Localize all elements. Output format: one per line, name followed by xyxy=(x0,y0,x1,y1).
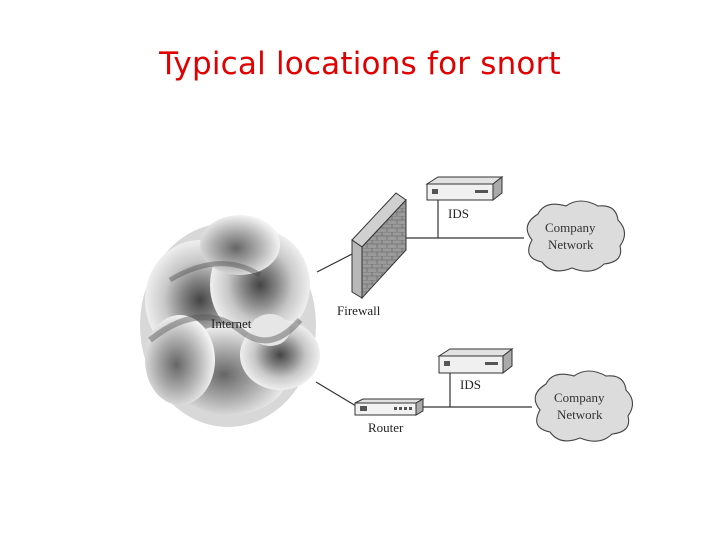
firewall-icon xyxy=(352,193,406,298)
firewall-label: Firewall xyxy=(337,303,381,318)
internet-firewall-link xyxy=(317,252,356,272)
internet-label: Internet xyxy=(211,316,252,331)
router-icon xyxy=(355,399,423,415)
internet-router-link xyxy=(316,382,356,406)
company-top-label-line1: Company xyxy=(545,220,596,235)
company-bottom-label-line1: Company xyxy=(554,390,605,405)
company-top-label-line2: Network xyxy=(548,237,594,252)
ids-bottom-device-icon xyxy=(439,349,512,373)
ids-bottom-label: IDS xyxy=(460,377,481,392)
ids-top-device-icon xyxy=(427,177,502,200)
ids-top-label: IDS xyxy=(448,206,469,221)
router-label: Router xyxy=(368,420,404,435)
company-bottom-label-line2: Network xyxy=(557,407,603,422)
